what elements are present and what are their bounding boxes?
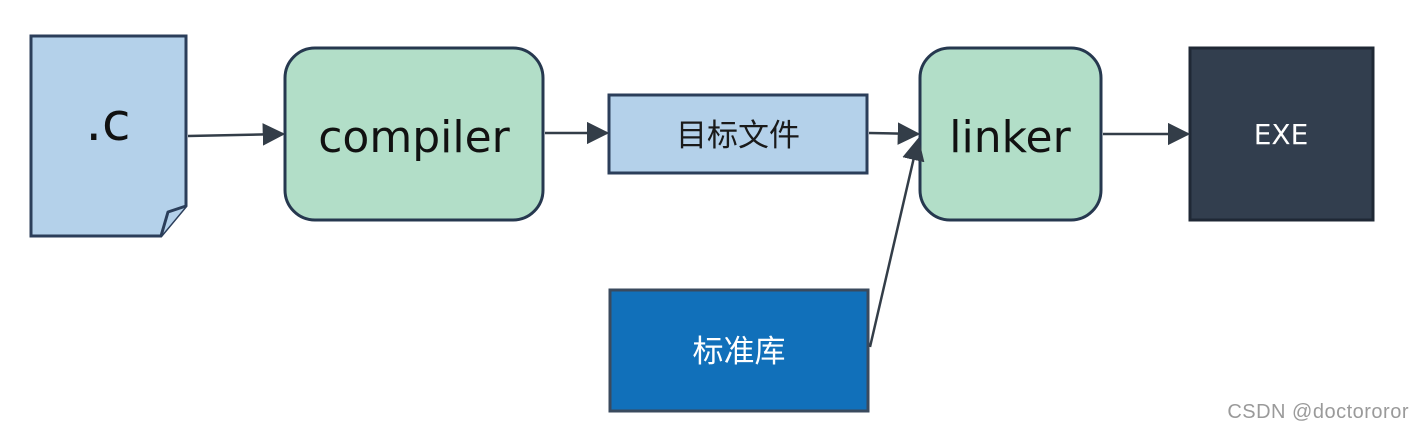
object-files-node: 目标文件 xyxy=(607,93,869,175)
arrow-stdlib-to-linker xyxy=(868,137,925,348)
stdlib-label: 标准库 xyxy=(693,334,786,370)
source-file-node: .c xyxy=(29,34,188,238)
source-file-fold xyxy=(159,204,187,237)
object-files-label: 目标文件 xyxy=(676,118,800,154)
arrow-object-files-to-linker xyxy=(868,122,921,145)
source-file-label: .c xyxy=(85,93,130,153)
exe-label: EXE xyxy=(1254,118,1309,151)
stdlib-box xyxy=(608,288,870,413)
stdlib-node: 标准库 xyxy=(608,288,870,413)
object-files-box xyxy=(607,93,869,175)
csdn-watermark: CSDN @doctororor xyxy=(1227,401,1409,423)
compiler-label: compiler xyxy=(318,112,510,163)
exe-node: EXE xyxy=(1188,46,1375,222)
linker-node: linker xyxy=(918,46,1103,222)
compiler-node: compiler xyxy=(283,46,545,222)
arrow-source-to-compiler xyxy=(187,123,286,146)
linker-label: linker xyxy=(949,112,1071,163)
